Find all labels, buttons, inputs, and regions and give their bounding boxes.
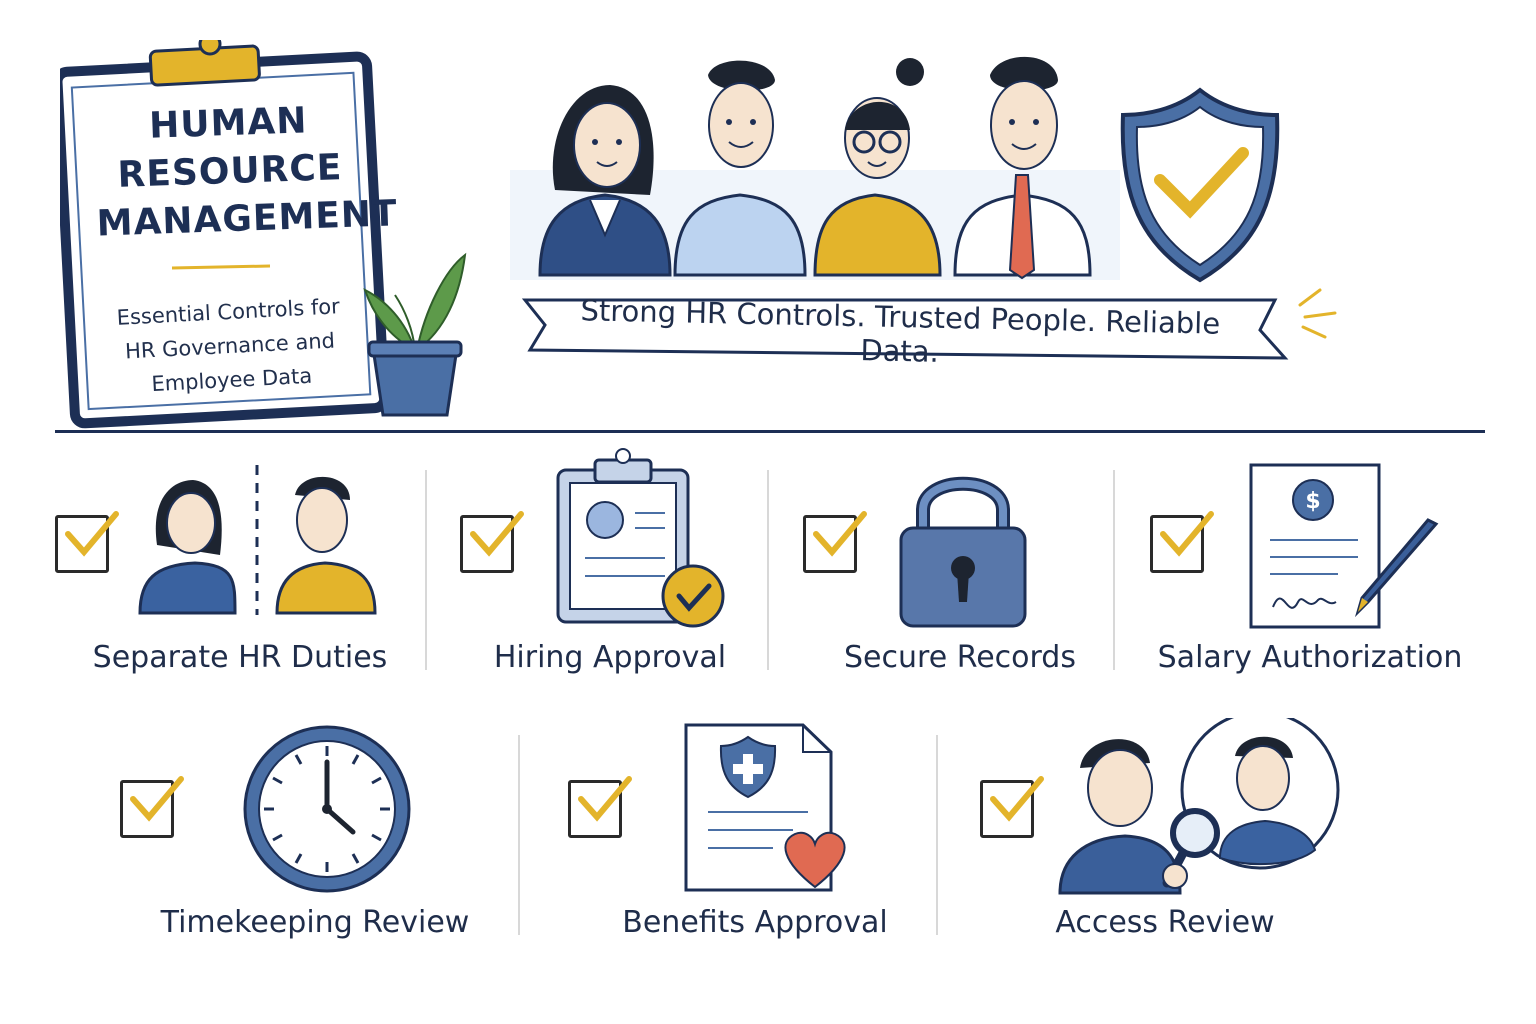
checkbox-hiring-approval[interactable]	[460, 511, 524, 573]
separator-3	[1113, 470, 1115, 670]
benefits-document-icon	[684, 723, 846, 892]
title-line-3: MANAGEMENT	[96, 193, 399, 245]
page-title: HUMAN RESOURCE MANAGEMENT	[93, 95, 399, 248]
control-label-4: Salary Authorization	[1157, 640, 1463, 675]
checkbox-access-review[interactable]	[980, 776, 1044, 838]
clipboard-approval-icon	[556, 448, 725, 628]
page-subtitle: Essential Controls for HR Governance and…	[103, 289, 358, 404]
separator-4	[518, 735, 520, 935]
potted-plant-icon	[363, 252, 467, 417]
control-label-6: Benefits Approval	[622, 905, 888, 940]
salary-document-pen-icon: $	[1249, 463, 1439, 629]
title-clipboard	[60, 40, 390, 430]
checkbox-secure-records[interactable]	[803, 511, 867, 573]
clock-icon	[243, 725, 411, 893]
control-label-2: Hiring Approval	[493, 640, 727, 675]
person-man-tie-icon	[953, 56, 1092, 280]
separator-2	[767, 470, 769, 670]
control-label-7: Access Review	[1055, 905, 1275, 940]
section-divider	[55, 430, 1485, 433]
control-label-1: Separate HR Duties	[92, 640, 388, 675]
padlock-icon	[899, 476, 1027, 628]
checkbox-separate-hr-duties[interactable]	[55, 511, 119, 573]
checkbox-benefits-approval[interactable]	[568, 776, 632, 838]
person-woman-yellow-icon	[813, 58, 942, 277]
slogan-banner	[521, 298, 1289, 360]
team-people-icon	[510, 56, 1120, 280]
person-woman-navy-icon	[538, 85, 672, 277]
separator-1	[425, 470, 427, 670]
checkbox-salary-authorization[interactable]	[1150, 511, 1214, 573]
segregated-people-icon	[138, 465, 377, 615]
control-label-5: Timekeeping Review	[160, 905, 470, 940]
person-man-lightblue-icon	[673, 60, 807, 277]
shield-check-icon	[1120, 87, 1280, 283]
sparkle-icon	[1298, 288, 1337, 339]
checkbox-timekeeping-review[interactable]	[120, 776, 184, 838]
separator-5	[936, 735, 938, 935]
svg-text:$: $	[1305, 489, 1320, 514]
magnifier-person-icon	[1058, 718, 1340, 895]
control-label-3: Secure Records	[844, 640, 1076, 675]
